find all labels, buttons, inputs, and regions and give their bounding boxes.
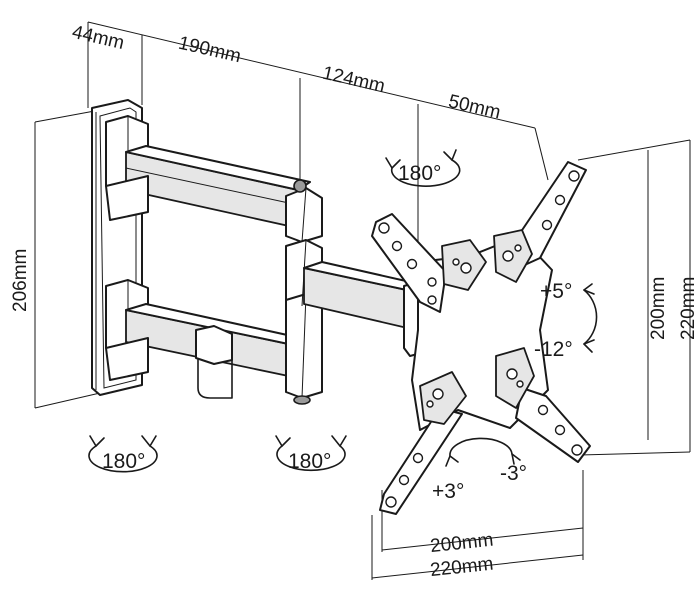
label-vesa-v-220: 220mm <box>678 277 699 340</box>
label-tilt-down: -12° <box>534 338 573 361</box>
label-swivel-wall: 180° <box>102 450 145 473</box>
label-rotate-plus: +3° <box>432 480 464 503</box>
label-swivel-top: 180° <box>398 162 441 185</box>
label-vesa-v-200: 200mm <box>648 277 669 340</box>
dimension-lines <box>34 21 691 580</box>
label-vesa-h-200: 200mm <box>429 530 494 558</box>
label-tilt-up: +5° <box>540 280 572 303</box>
label-arm-50: 50mm <box>446 91 502 123</box>
upper-arm <box>105 115 323 243</box>
label-swivel-middle: 180° <box>288 450 331 473</box>
vesa-plate <box>371 161 591 515</box>
label-vesa-h-220: 220mm <box>429 554 494 582</box>
rotation-arcs <box>88 149 598 473</box>
label-rotate-minus: -3° <box>500 462 527 485</box>
label-wall-206: 206mm <box>10 249 31 312</box>
label-arm-190: 190mm <box>176 33 242 68</box>
label-arm-124: 124mm <box>320 63 386 98</box>
label-depth-wall: 44mm <box>70 22 126 54</box>
labels: 44mm 190mm 124mm 50mm 206mm 200mm 220mm … <box>10 22 699 581</box>
